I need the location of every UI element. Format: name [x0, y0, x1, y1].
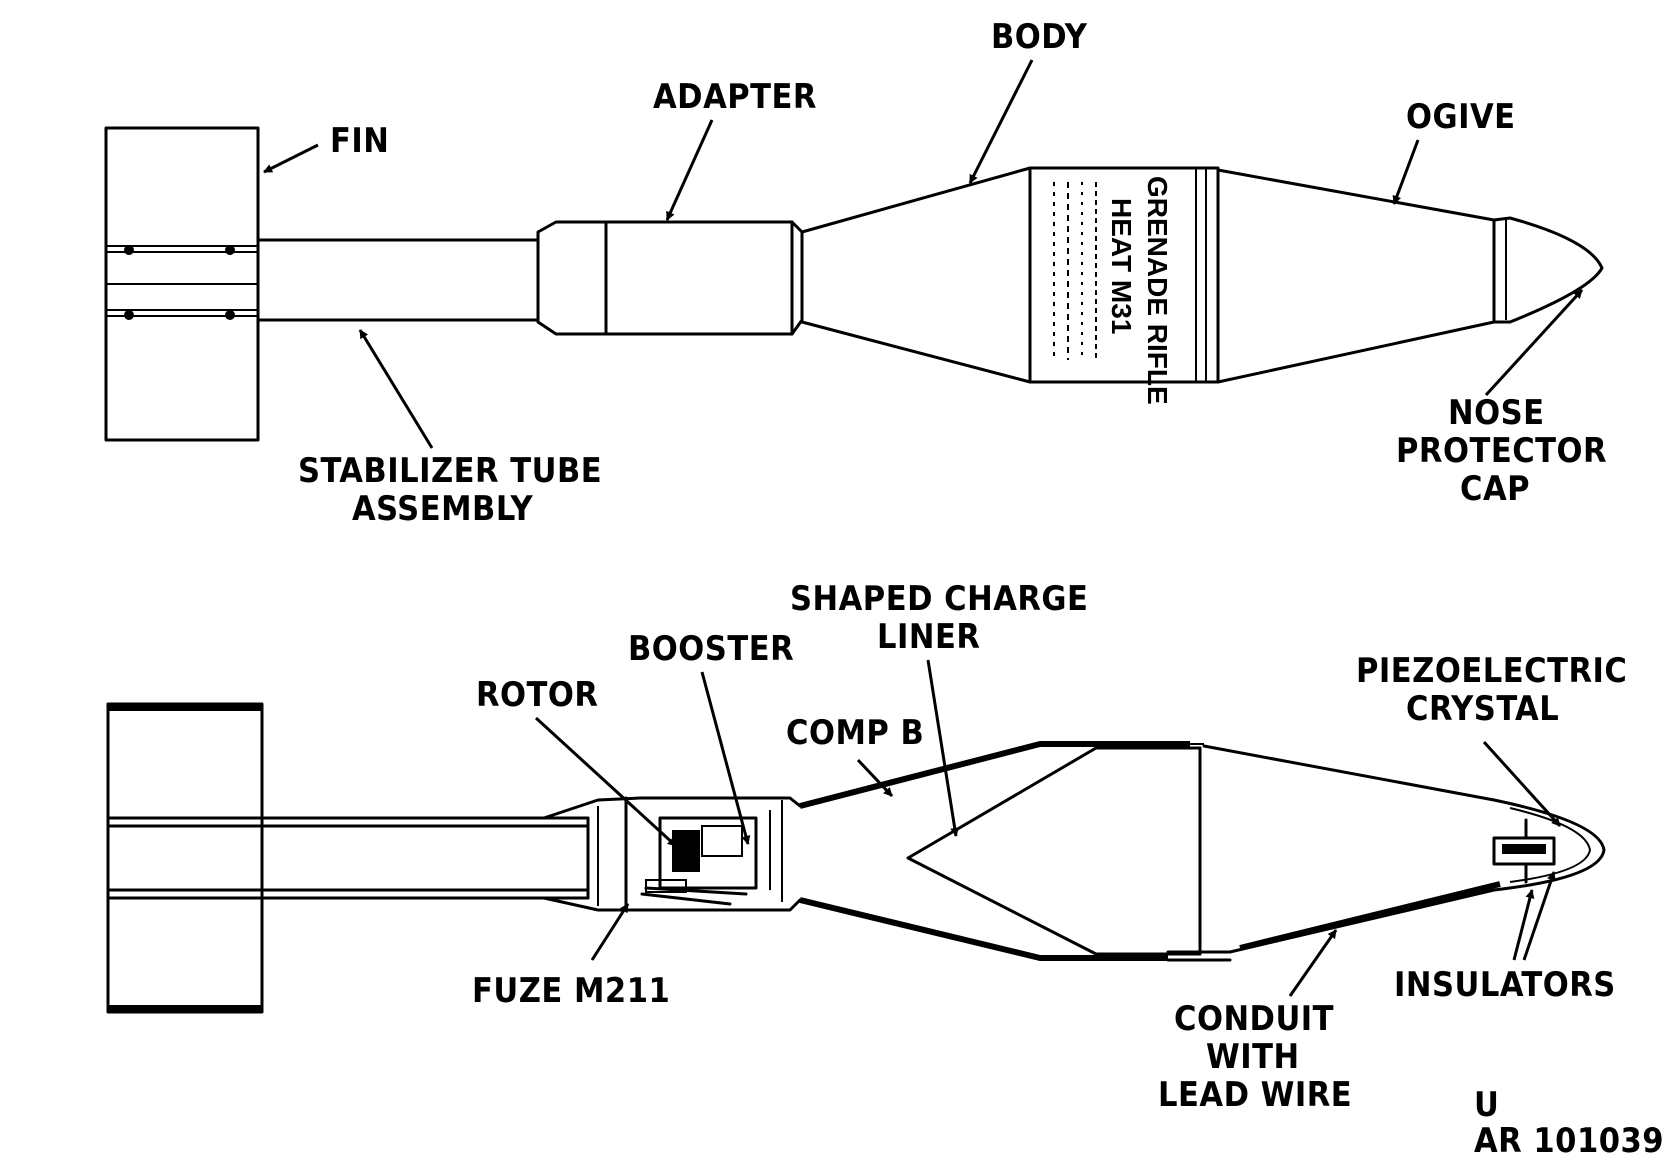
adapter-top: [536, 220, 804, 336]
label-lead-wire: LEAD WIRE: [1158, 1075, 1352, 1115]
arrow-insulator-2: [1522, 871, 1556, 961]
nose-protector-cap-top: [1492, 216, 1604, 324]
label-crystal: CRYSTAL: [1406, 689, 1559, 729]
label-comp-b: COMP B: [786, 713, 924, 753]
label-piezoelectric: PIEZOELECTRIC: [1356, 651, 1627, 691]
label-adapter: ADAPTER: [653, 77, 817, 117]
fuze-m211: [640, 816, 758, 906]
body-shell-cut: [799, 741, 1232, 962]
footer-u: U: [1474, 1085, 1499, 1125]
shaped-charge-liner: [906, 746, 1202, 956]
arrow-rotor: [534, 716, 678, 848]
label-fin: FIN: [330, 121, 389, 161]
label-insulators: INSULATORS: [1394, 965, 1616, 1005]
ogive-top: [1216, 168, 1496, 384]
label-fuze: FUZE M211: [472, 971, 670, 1011]
arrow-comp-b: [856, 758, 894, 798]
external-view: GRENADE RIFLE HEAT M31 FIN ADAPTER BODY …: [104, 17, 1607, 529]
lot-number-marks: [1053, 182, 1097, 360]
stencil-heat-m31: HEAT M31: [1106, 198, 1137, 334]
arrow-ogive: [1392, 139, 1420, 205]
label-with: WITH: [1206, 1037, 1300, 1077]
label-body: BODY: [991, 17, 1088, 57]
arrow-crystal: [1482, 740, 1562, 828]
label-shaped-charge: SHAPED CHARGE: [790, 579, 1088, 619]
label-liner: LINER: [877, 617, 980, 657]
label-conduit: CONDUIT: [1174, 999, 1334, 1039]
arrow-conduit: [1288, 929, 1338, 997]
label-nose: NOSE: [1448, 393, 1545, 433]
fin-assembly-cut: [106, 702, 264, 1014]
arrow-fuze: [590, 903, 630, 961]
stabilizer-tube-cut: [260, 806, 599, 906]
arrow-fin: [263, 143, 319, 174]
cutaway-view: SHAPED CHARGE LINER BOOSTER ROTOR COMP B…: [106, 579, 1627, 1115]
arrow-adapter: [665, 119, 714, 221]
arrow-insulator-1: [1512, 889, 1535, 961]
arrow-stabilizer: [358, 329, 434, 449]
ogive-cut: [1202, 744, 1501, 954]
label-cap: CAP: [1460, 469, 1530, 509]
label-ogive: OGIVE: [1406, 97, 1516, 137]
label-stabilizer-assembly: ASSEMBLY: [352, 489, 534, 529]
label-booster: BOOSTER: [628, 629, 794, 669]
label-protector: PROTECTOR: [1396, 431, 1607, 471]
arrow-nose-cap: [1484, 288, 1584, 397]
body-top: GRENADE RIFLE HEAT M31: [800, 166, 1220, 405]
stencil-grenade-rifle: GRENADE RIFLE: [1142, 176, 1173, 405]
stabilizer-tube-top: [256, 238, 540, 322]
arrow-liner: [926, 659, 960, 837]
footer-figure-number: AR 101039: [1474, 1121, 1664, 1161]
adapter-cut: [542, 796, 802, 912]
label-rotor: ROTOR: [476, 675, 598, 715]
arrow-body: [968, 59, 1034, 184]
label-stabilizer-tube: STABILIZER TUBE: [298, 451, 602, 491]
arrow-booster: [700, 671, 751, 845]
fin-assembly-top: [104, 126, 260, 442]
